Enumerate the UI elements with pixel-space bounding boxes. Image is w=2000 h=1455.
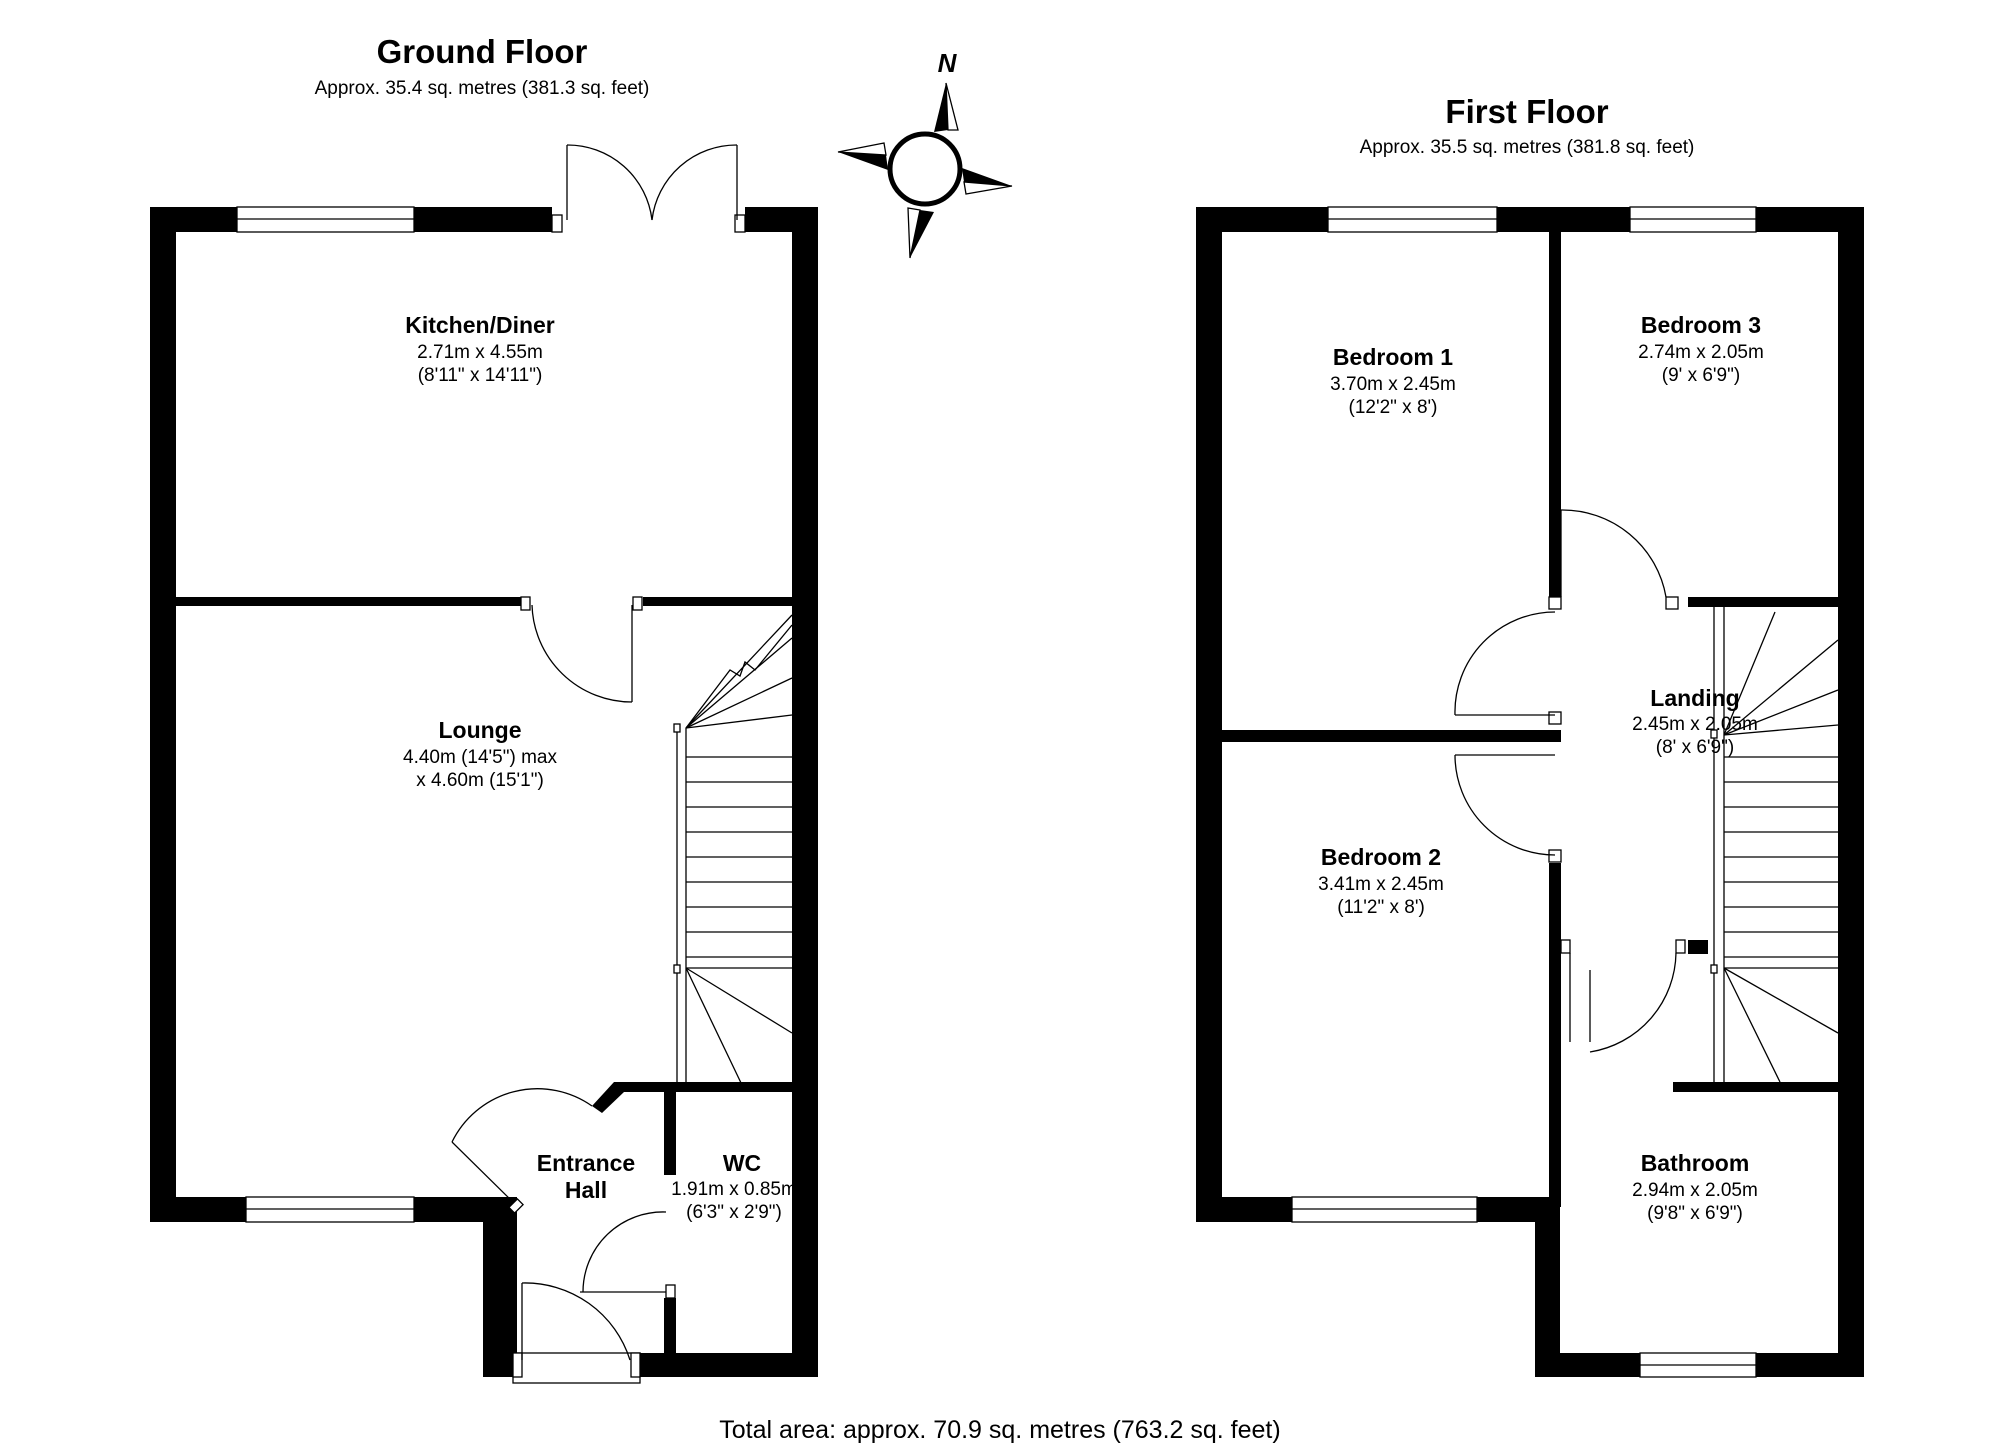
wall: [1673, 1082, 1838, 1092]
bedroom2-dim-imperial: (11'2" x 8'): [1337, 897, 1425, 918]
hall-name-1: Entrance: [537, 1150, 635, 1176]
wall: [664, 1298, 676, 1360]
wall: [792, 207, 818, 1377]
first-floor-area: Approx. 35.5 sq. metres (381.8 sq. feet): [1360, 137, 1695, 158]
wall: [1535, 1197, 1560, 1377]
lounge-dim-2: x 4.60m (15'1"): [416, 770, 544, 791]
kitchen-dim-metric: 2.71m x 4.55m: [417, 342, 543, 363]
lounge-name: Lounge: [438, 717, 521, 743]
staircase: [1710, 607, 1839, 1083]
wall: [1196, 207, 1864, 232]
bedroom3-dim-metric: 2.74m x 2.05m: [1638, 342, 1764, 363]
ground-floor-area: Approx. 35.4 sq. metres (381.3 sq. feet): [315, 78, 650, 99]
wall: [483, 1197, 517, 1377]
landing-dim-imperial: (8' x 6'9"): [1656, 737, 1734, 758]
wall: [483, 1353, 513, 1377]
wall: [1838, 207, 1864, 1377]
bedroom1-dim-imperial: (12'2" x 8'): [1349, 397, 1438, 418]
wall: [643, 597, 792, 606]
door-swing: [1560, 939, 1686, 1053]
wall: [1196, 207, 1222, 1222]
wall: [1549, 863, 1561, 1207]
landing-name: Landing: [1650, 685, 1739, 711]
wall: [1222, 730, 1561, 742]
wall: [176, 597, 521, 606]
door-swing: [1548, 509, 1679, 610]
wc-door: [580, 1211, 676, 1299]
ground-floor-title: Ground Floor: [377, 33, 588, 70]
compass-north-label: N: [938, 48, 958, 78]
door-swing: [1454, 754, 1562, 863]
bedroom2-dim-metric: 3.41m x 2.45m: [1318, 874, 1444, 895]
bedroom1-dim-metric: 3.70m x 2.45m: [1330, 374, 1456, 395]
wall: [1549, 232, 1561, 602]
total-area: Total area: approx. 70.9 sq. metres (763…: [719, 1416, 1280, 1444]
landing-dim-metric: 2.45m x 2.05m: [1632, 714, 1758, 735]
wall: [150, 207, 176, 1222]
wc-name: WC: [723, 1150, 761, 1176]
kitchen-dim-imperial: (8'11" x 14'11"): [418, 365, 543, 386]
bedroom1-name: Bedroom 1: [1333, 344, 1453, 370]
first-floor-title: First Floor: [1445, 93, 1608, 130]
bedroom3-name: Bedroom 3: [1641, 312, 1761, 338]
wall: [1688, 597, 1838, 607]
wall: [614, 1082, 792, 1092]
bathroom-name: Bathroom: [1641, 1150, 1750, 1176]
wall: [592, 1082, 624, 1113]
wall: [1688, 940, 1708, 954]
compass: N: [837, 48, 1013, 259]
lounge-dim-1: 4.40m (14'5") max: [403, 747, 557, 768]
first-floor-plan: First Floor Approx. 35.5 sq. metres (381…: [1196, 93, 1864, 1378]
kitchen-name: Kitchen/Diner: [405, 312, 555, 338]
wc-dim-metric: 1.91m x 0.85m: [671, 1179, 797, 1200]
wall: [664, 1087, 676, 1175]
door-swing: [520, 596, 643, 703]
ground-floor-plan: Ground Floor Approx. 35.4 sq. metres (38…: [150, 33, 818, 1384]
bathroom-dim-imperial: (9'8" x 6'9"): [1647, 1203, 1743, 1224]
bedroom2-name: Bedroom 2: [1321, 844, 1441, 870]
bedroom3-dim-imperial: (9' x 6'9"): [1662, 365, 1740, 386]
entrance-door: [451, 1088, 593, 1214]
door-swing: [1454, 611, 1562, 725]
front-door: [512, 1282, 641, 1384]
patio-doors: [551, 144, 746, 233]
staircase: [673, 614, 793, 1086]
wc-dim-imperial: (6'3" x 2'9"): [686, 1202, 782, 1223]
bathroom-dim-metric: 2.94m x 2.05m: [1632, 1180, 1758, 1201]
hall-name-2: Hall: [565, 1177, 607, 1203]
